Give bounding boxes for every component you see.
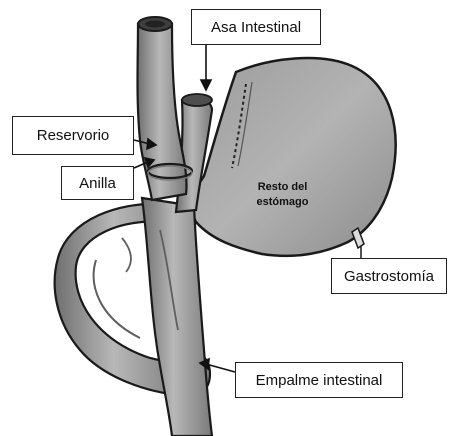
label-reservorio: Reservorio: [12, 116, 134, 155]
label-resto-del-estomago: Resto del estómago: [240, 180, 325, 210]
label-empalme-intestinal: Empalme intestinal: [235, 362, 403, 398]
esophagus: [138, 24, 187, 200]
roux-limb: [142, 198, 212, 436]
asa-opening: [182, 94, 212, 106]
remnant-stomach: [192, 58, 395, 256]
label-gastrostomia: Gastrostomía: [331, 258, 447, 294]
label-resto-line1: Resto del: [240, 180, 325, 195]
label-asa-intestinal: Asa Intestinal: [191, 9, 321, 45]
label-anilla: Anilla: [61, 166, 134, 200]
label-resto-line2: estómago: [240, 195, 325, 210]
